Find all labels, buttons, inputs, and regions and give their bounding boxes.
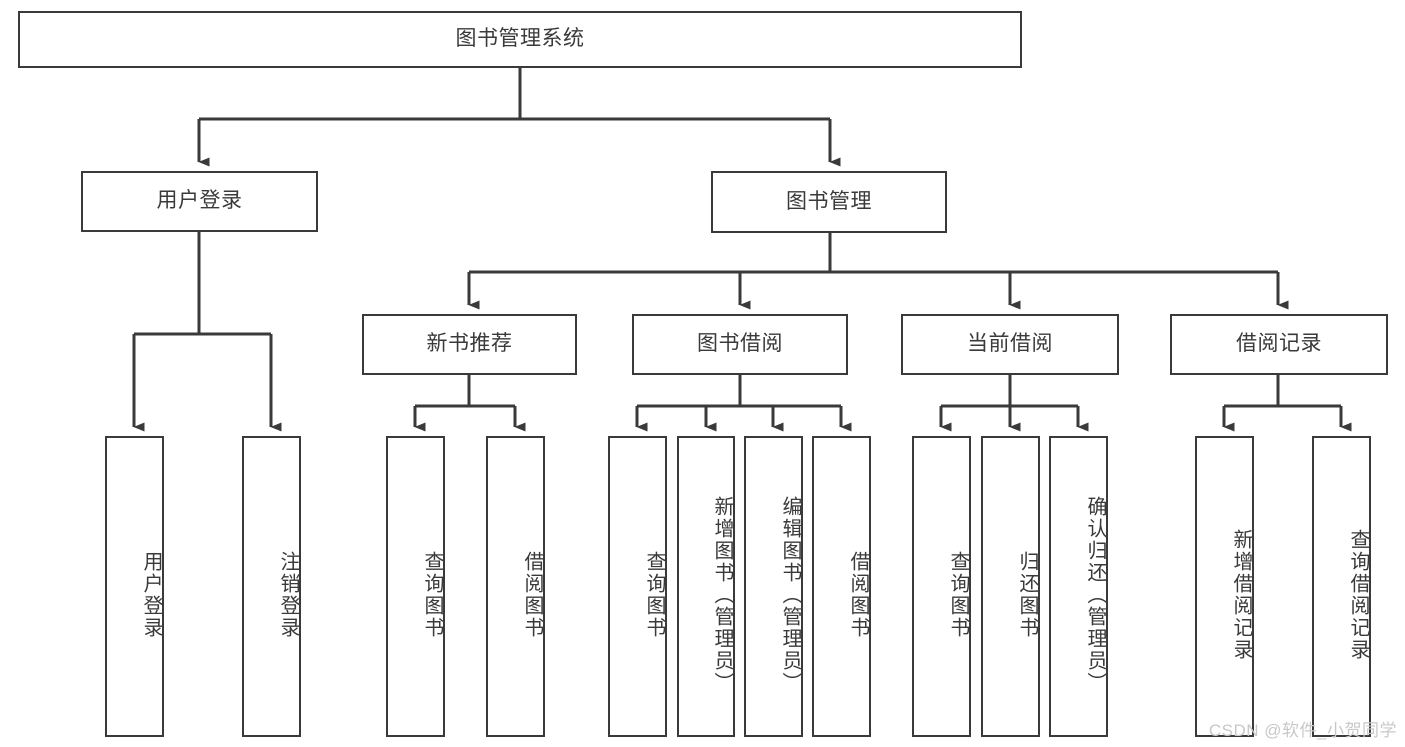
node-label: 查询图书 — [947, 550, 969, 639]
node-label: 查询图书 — [643, 550, 665, 639]
leaf-book-borrow-edit-book-admin[interactable]: 编辑图书（管理员） — [744, 436, 803, 737]
leaf-borrow-record-query-record[interactable]: 查询借阅记录 — [1312, 436, 1371, 737]
node-user-login[interactable]: 用户登录 — [81, 171, 318, 232]
node-label: 新增借阅记录 — [1230, 528, 1252, 661]
node-label: 借阅图书 — [521, 550, 543, 639]
node-label: 注销登录 — [277, 550, 299, 639]
node-label: 用户登录 — [140, 550, 162, 639]
node-current-borrow[interactable]: 当前借阅 — [901, 314, 1119, 375]
node-label: 图书管理系统 — [455, 27, 585, 51]
node-label: 查询图书 — [421, 550, 443, 639]
leaf-book-borrow-add-book-admin[interactable]: 新增图书（管理员） — [677, 436, 735, 737]
node-label: 借阅记录 — [1236, 332, 1322, 356]
node-label: 借阅图书 — [847, 550, 869, 639]
node-book-borrow[interactable]: 图书借阅 — [632, 314, 848, 375]
node-book-management[interactable]: 图书管理 — [711, 171, 947, 233]
leaf-current-borrow-confirm-return-admin[interactable]: 确认归还（管理员） — [1049, 436, 1108, 737]
leaf-new-book-query-book[interactable]: 查询图书 — [386, 436, 445, 737]
node-label: 查询借阅记录 — [1347, 528, 1369, 661]
leaf-current-borrow-query-book[interactable]: 查询图书 — [912, 436, 971, 737]
leaf-current-borrow-return-book[interactable]: 归还图书 — [981, 436, 1040, 737]
leaf-book-borrow-query-book[interactable]: 查询图书 — [608, 436, 667, 737]
node-label: 图书借阅 — [697, 332, 783, 356]
node-label: 图书管理 — [786, 189, 872, 213]
node-label: 编辑图书（管理员） — [779, 495, 801, 694]
leaf-borrow-record-add-record[interactable]: 新增借阅记录 — [1195, 436, 1254, 737]
leaf-user-login-logout[interactable]: 注销登录 — [242, 436, 301, 737]
node-label: 用户登录 — [156, 189, 243, 213]
node-label: 当前借阅 — [967, 332, 1053, 356]
node-borrow-record[interactable]: 借阅记录 — [1170, 314, 1388, 375]
node-new-book-recommend[interactable]: 新书推荐 — [362, 314, 577, 375]
leaf-new-book-borrow-book[interactable]: 借阅图书 — [486, 436, 545, 737]
leaf-book-borrow-borrow-book[interactable]: 借阅图书 — [812, 436, 871, 737]
node-label: 确认归还（管理员） — [1084, 495, 1106, 694]
node-root-book-management-system[interactable]: 图书管理系统 — [18, 11, 1022, 68]
node-label: 归还图书 — [1016, 550, 1038, 639]
node-label: 新书推荐 — [426, 332, 513, 356]
csdn-watermark: CSDN @软件_小贺同学 — [1208, 721, 1397, 740]
node-label: 新增图书（管理员） — [711, 495, 733, 694]
leaf-user-login-login[interactable]: 用户登录 — [105, 436, 164, 737]
